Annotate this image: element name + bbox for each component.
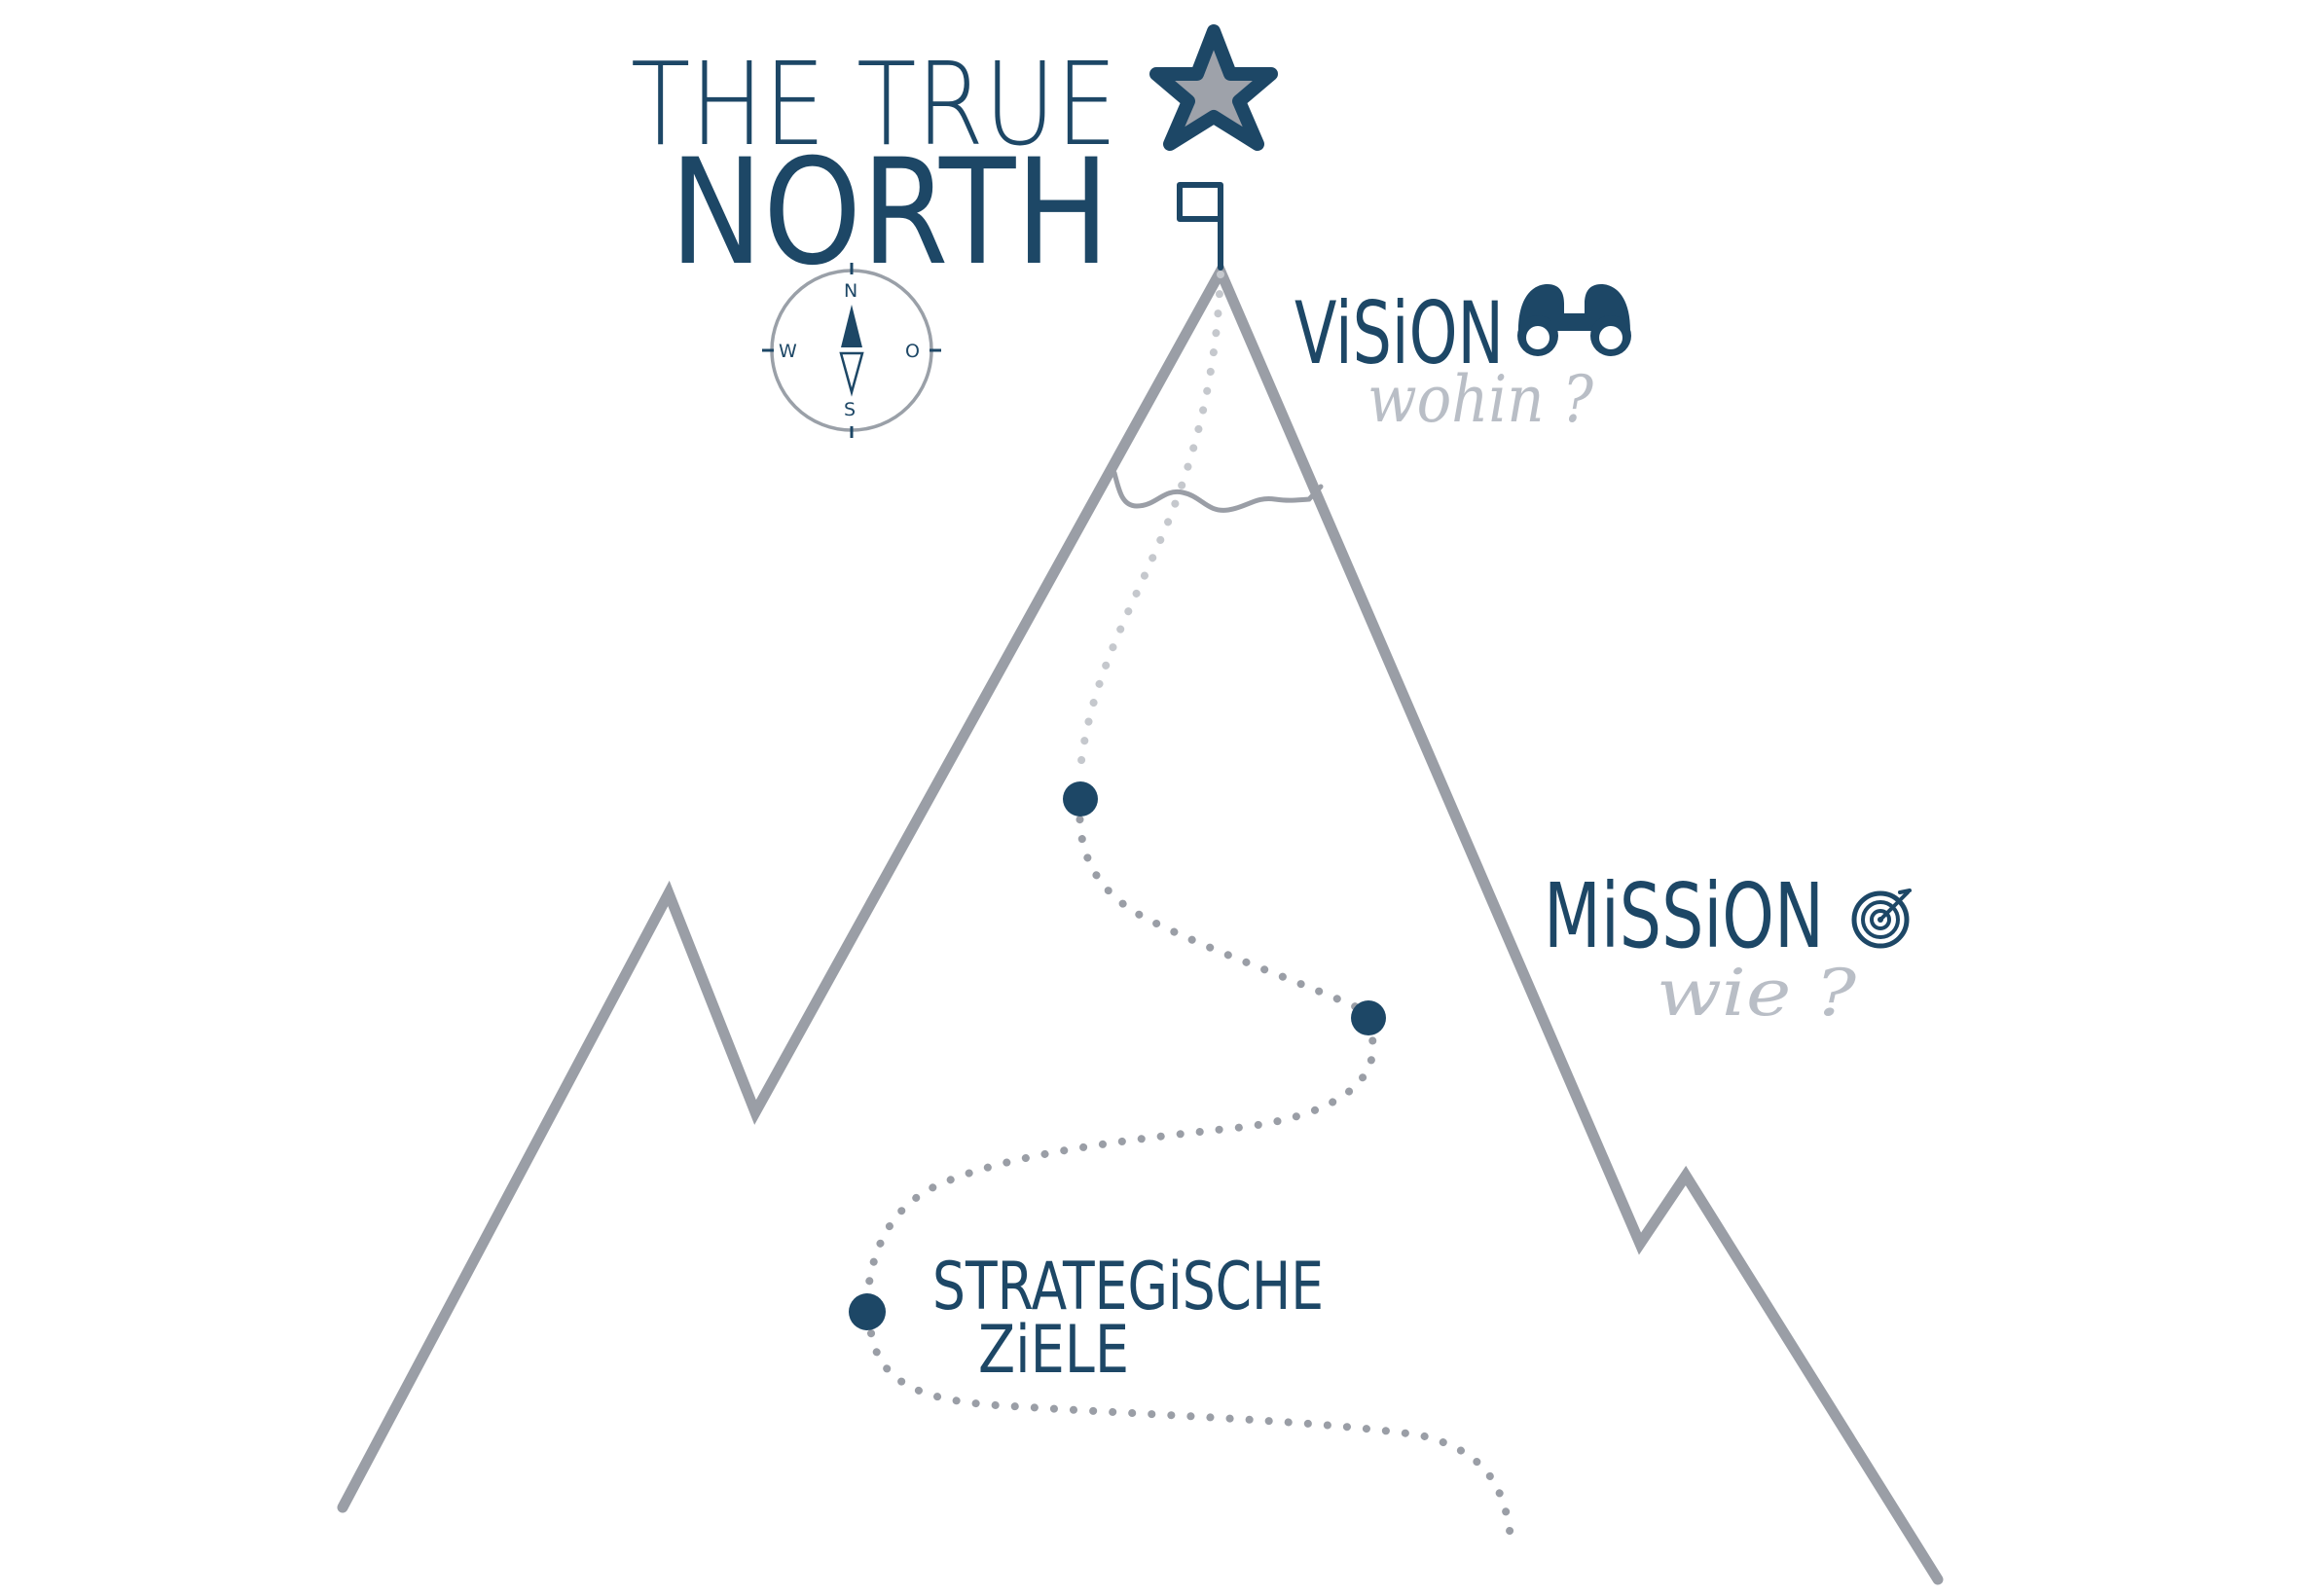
goals-label-group: STRATEGiSCHE ZiELE bbox=[932, 1249, 1324, 1389]
mission-question: wie ? bbox=[1657, 956, 1857, 1031]
waypoint-goals bbox=[849, 1293, 886, 1330]
title: THE TRUE NORTH bbox=[631, 37, 1117, 298]
summit-flag-icon bbox=[1180, 185, 1221, 268]
compass-east: O bbox=[905, 341, 920, 362]
binoculars-icon bbox=[1517, 284, 1631, 356]
compass-north: N bbox=[844, 280, 857, 302]
mission-label-group: MiSSiON wie ? bbox=[1544, 864, 1857, 1031]
waypoint-vision bbox=[1063, 781, 1098, 816]
dotted-trail bbox=[849, 274, 1511, 1538]
trail-summit-segment bbox=[1080, 274, 1221, 769]
snow-line bbox=[1114, 473, 1321, 510]
title-line2: NORTH bbox=[670, 128, 1110, 298]
trail-lower-segment bbox=[869, 1314, 1511, 1538]
goals-label-line2: ZiELE bbox=[978, 1312, 1129, 1389]
compass-south: S bbox=[844, 399, 856, 420]
target-icon bbox=[1854, 890, 1910, 946]
vision-question: wohin ? bbox=[1367, 362, 1594, 437]
mission-label: MiSSiON bbox=[1544, 864, 1824, 968]
star-icon bbox=[1156, 31, 1271, 144]
trail-middle-segment bbox=[869, 1022, 1373, 1283]
waypoint-mission bbox=[1351, 1000, 1386, 1035]
trail-upper-segment bbox=[1079, 800, 1367, 1012]
compass-west: W bbox=[779, 341, 797, 362]
